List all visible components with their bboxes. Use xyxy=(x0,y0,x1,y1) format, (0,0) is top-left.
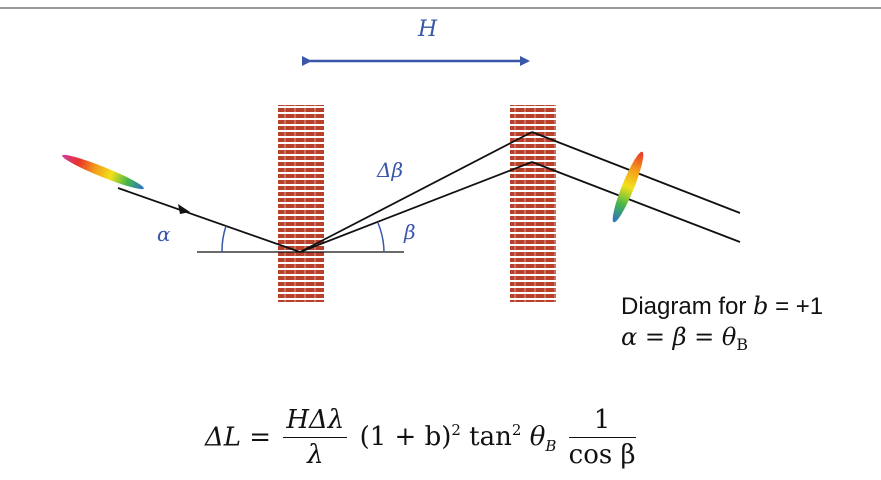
formula-frac2-numerator: 1 xyxy=(568,405,636,438)
input-pulse xyxy=(62,154,144,190)
formula-middle: (1 + b)2 tan2 θB xyxy=(359,420,557,455)
alpha-arc xyxy=(221,225,227,253)
formula-fraction-2: 1 cos β xyxy=(568,405,636,470)
beta-arc xyxy=(377,222,385,253)
ray-arrowhead xyxy=(178,204,190,214)
caption-text: Diagram for xyxy=(621,293,754,320)
output-pulse xyxy=(612,151,644,223)
diagram-caption: Diagram for b = +1 α = β = θB xyxy=(621,291,823,360)
diffracted-ray-upper xyxy=(299,131,533,253)
delay-formula: ΔL = HΔλ λ (1 + b)2 tan2 θB 1 cos β xyxy=(205,405,640,475)
formula-paren: (1 + b) xyxy=(359,421,452,452)
output-ray-lower xyxy=(531,161,741,243)
incident-ray xyxy=(117,187,301,253)
label-beta: β xyxy=(403,220,416,244)
label-h: H xyxy=(417,17,438,42)
formula-frac2-denominator: cos β xyxy=(568,440,636,470)
label-alpha: α xyxy=(157,222,171,246)
diffracted-ray-lower xyxy=(299,161,533,253)
formula-fraction-1: HΔλ λ xyxy=(283,405,348,470)
formula-lhs: ΔL = xyxy=(205,422,272,453)
grating-right xyxy=(510,105,556,302)
formula-exp-2: 2 xyxy=(511,420,522,439)
formula-tan: tan xyxy=(469,421,512,452)
formula-theta: θ xyxy=(529,421,546,452)
caption-subscript: B xyxy=(736,335,749,354)
label-delta-beta: Δβ xyxy=(376,158,403,182)
caption-line-2: α = β = θB xyxy=(621,322,823,360)
formula-sub-b: B xyxy=(545,436,557,455)
caption-line-1: Diagram for b = +1 xyxy=(621,291,823,322)
formula-exp-1: 2 xyxy=(451,420,461,439)
formula-frac1-denominator: λ xyxy=(307,440,324,470)
formula-frac1-numerator: HΔλ xyxy=(283,405,348,438)
caption-var-b: b xyxy=(753,292,769,320)
grating-left xyxy=(278,105,324,302)
caption-angle-equality: α = β = θ xyxy=(621,323,737,351)
caption-equals: = +1 xyxy=(768,293,824,320)
